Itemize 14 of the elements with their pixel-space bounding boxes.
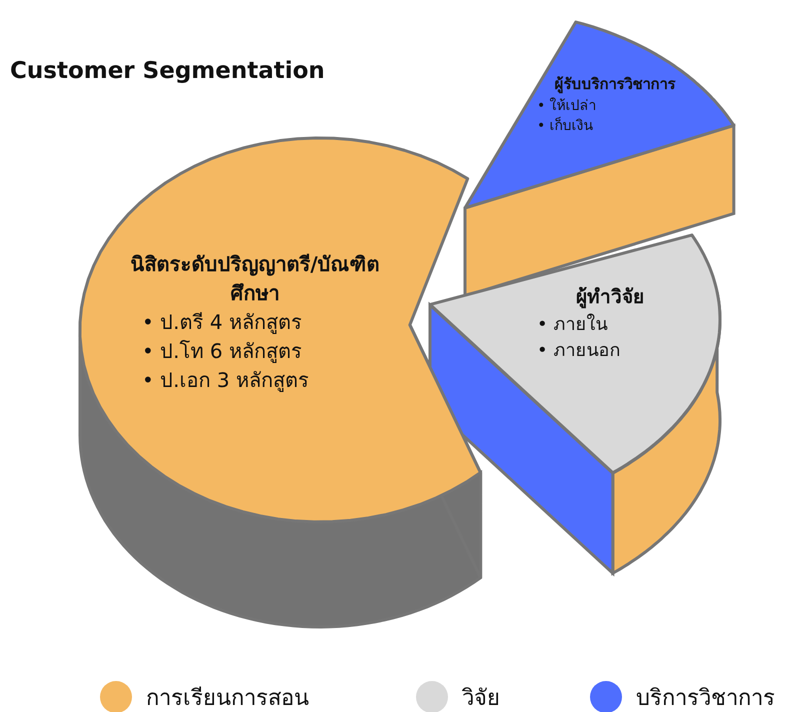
bullet-item: • เก็บเงิน (537, 116, 595, 136)
legend-label: บริการวิชาการ (636, 685, 775, 712)
legend-label: การเรียนการสอน (146, 685, 309, 712)
bullet-item: • ป.ตรี 4 หลักสูตร (142, 308, 303, 336)
bullet-item: • ภายนอก (537, 338, 622, 363)
slice-heading: ผู้ทำวิจัย (575, 284, 645, 310)
title: Customer Segmentation (10, 58, 325, 84)
bullet-item: • ป.โท 6 หลักสูตร (142, 338, 303, 365)
bullet-item: • ภายใน (537, 312, 608, 337)
bullet-item: • ป.เอก 3 หลักสูตร (142, 366, 310, 394)
bullet-item: • ให้เปล่า (537, 96, 598, 116)
slice-heading: นิสิตระดับปริญญาตรี/บัณฑิตศึกษา (129, 250, 381, 307)
slice-heading: ผู้รับบริการวิชาการ (554, 74, 676, 96)
legend-label: วิจัย (462, 685, 500, 712)
